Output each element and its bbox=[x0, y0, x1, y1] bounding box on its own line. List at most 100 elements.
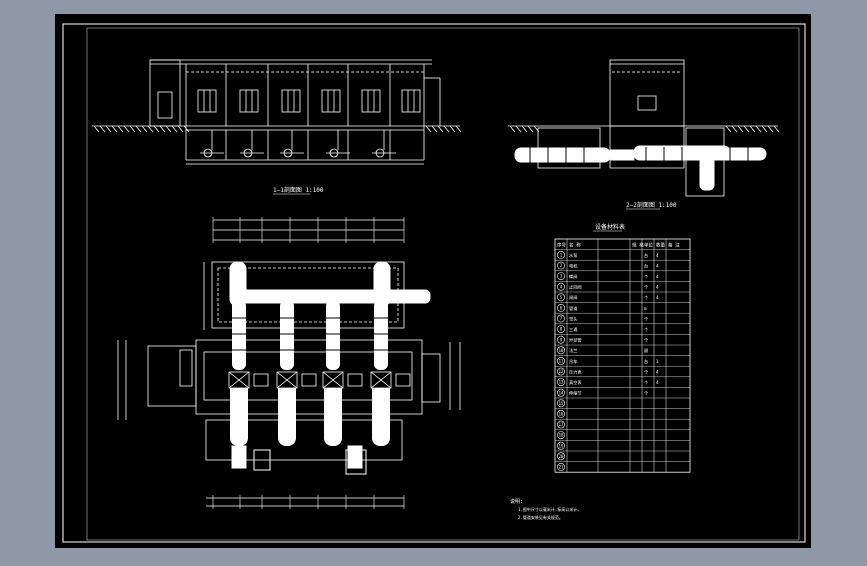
row-number-circle bbox=[557, 250, 565, 259]
drawing-sheet bbox=[55, 14, 811, 548]
outlet-well bbox=[685, 127, 725, 197]
table-cell-number: 1 bbox=[560, 253, 563, 258]
motor-body bbox=[301, 373, 317, 387]
section2-hatch bbox=[509, 125, 780, 133]
table-cell: 4 bbox=[656, 380, 659, 385]
hatch-stroke bbox=[99, 125, 106, 133]
table-cell: 个 bbox=[644, 316, 649, 321]
row-number-circle bbox=[557, 420, 565, 429]
hatch-stroke bbox=[755, 125, 762, 133]
table-cell: 止回阀 bbox=[569, 284, 582, 291]
window bbox=[197, 89, 217, 113]
hatch-stroke bbox=[105, 125, 112, 133]
row-number-circle bbox=[557, 356, 565, 365]
inlet-left bbox=[229, 261, 247, 307]
hatch-stroke bbox=[725, 125, 732, 133]
table-cell-number: 11 bbox=[559, 359, 564, 364]
row-number-circle bbox=[557, 335, 565, 344]
table-cell-number: 2 bbox=[560, 263, 563, 268]
outlet-left bbox=[231, 445, 247, 469]
table-cell: 蝶阀 bbox=[569, 273, 577, 280]
hatch-stroke bbox=[183, 125, 190, 133]
hatch-stroke bbox=[431, 125, 438, 133]
table-cell-number: 10 bbox=[559, 348, 564, 353]
table-cell: 闸阀 bbox=[569, 294, 577, 301]
section-2-2 bbox=[508, 59, 780, 197]
ground-hatch bbox=[93, 125, 462, 133]
hatch-stroke bbox=[425, 125, 432, 133]
row-number-circle bbox=[557, 272, 565, 280]
pumps-group bbox=[200, 130, 396, 158]
row-number-circle bbox=[557, 282, 565, 291]
hatch-stroke bbox=[449, 125, 456, 133]
hatch-stroke bbox=[773, 125, 780, 133]
hatch-stroke bbox=[111, 125, 118, 133]
table-cell-number: 14 bbox=[559, 390, 564, 395]
table-cell-number: 5 bbox=[560, 295, 563, 300]
table-cell: 个 bbox=[644, 327, 649, 332]
outlet-right bbox=[347, 445, 363, 469]
pump-room bbox=[203, 351, 413, 401]
window bbox=[361, 89, 381, 113]
inlet-right bbox=[373, 261, 391, 307]
window bbox=[321, 89, 341, 113]
outlet-box-right bbox=[345, 449, 367, 475]
table-cell-number: 13 bbox=[559, 380, 564, 385]
table-cell: 台 bbox=[644, 262, 648, 269]
table-cell: 4 bbox=[656, 263, 659, 268]
table-cell-number: 18 bbox=[559, 433, 564, 438]
window bbox=[281, 89, 301, 113]
row-number-circle bbox=[557, 325, 565, 333]
section2-flanges bbox=[529, 147, 749, 163]
table-cell-number: 12 bbox=[559, 369, 564, 374]
table-cell: 个 bbox=[644, 285, 649, 290]
table-cell: m bbox=[644, 306, 647, 311]
hatch-stroke bbox=[749, 125, 756, 133]
notes-title: 说明: bbox=[510, 498, 523, 505]
row-number-circle bbox=[557, 409, 565, 418]
table-cell: 法兰 bbox=[569, 347, 577, 354]
table-cell: 个 bbox=[644, 338, 649, 343]
pump-cross bbox=[322, 371, 344, 389]
pump-cross bbox=[370, 371, 392, 389]
hatch-stroke bbox=[509, 125, 516, 133]
table-cell: 个 bbox=[644, 274, 649, 279]
suction-branch bbox=[372, 376, 390, 446]
table-cell-number: 17 bbox=[559, 422, 564, 427]
pump-cross bbox=[228, 371, 250, 389]
table-cell: 台 bbox=[644, 252, 648, 259]
table-cell: 弯头 bbox=[569, 315, 577, 322]
windows-group bbox=[197, 89, 421, 113]
hatch-stroke bbox=[141, 125, 148, 133]
hatch-stroke bbox=[455, 125, 462, 133]
hatch-stroke bbox=[93, 125, 100, 133]
outlet-box-left bbox=[253, 449, 271, 471]
table-cell: 个 bbox=[644, 295, 649, 300]
right-annex bbox=[421, 353, 441, 403]
hatch-stroke bbox=[147, 125, 154, 133]
table-cell: 管道 bbox=[569, 305, 578, 312]
hatch-stroke bbox=[165, 125, 172, 133]
table-cell-number: 15 bbox=[559, 401, 564, 406]
table-cell-number: 21 bbox=[559, 465, 564, 470]
discharge-branch bbox=[326, 300, 340, 370]
table-header-cell: 规 格 bbox=[632, 242, 644, 249]
table-title: 设备材料表 bbox=[595, 223, 625, 231]
row-number-circle bbox=[557, 462, 565, 471]
table-cell: 4 bbox=[656, 253, 659, 258]
hatch-stroke bbox=[171, 125, 178, 133]
table-header-cell: 备 注 bbox=[668, 242, 680, 249]
table-cell-number: 20 bbox=[559, 454, 564, 459]
control-room bbox=[147, 345, 197, 407]
table-cell: 压力表 bbox=[569, 368, 582, 375]
outlet-pipe bbox=[715, 147, 767, 161]
window bbox=[239, 89, 259, 113]
table-header-cell: 名 称 bbox=[569, 242, 581, 249]
plan-piping bbox=[229, 261, 431, 475]
table-cell: 4 bbox=[656, 295, 659, 300]
hatch-stroke bbox=[437, 125, 444, 133]
motor-body bbox=[253, 373, 269, 387]
hatch-stroke bbox=[443, 125, 450, 133]
